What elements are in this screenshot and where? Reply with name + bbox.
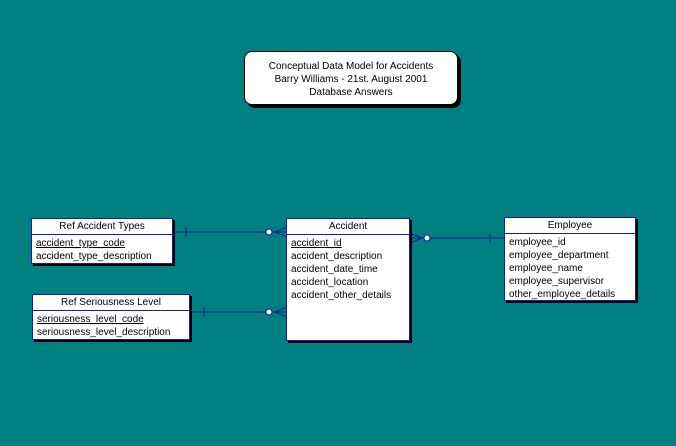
entity-employee[interactable]: Employee employee_id employee_department… xyxy=(504,217,636,301)
title-line-1: Conceptual Data Model for Accidents xyxy=(268,61,434,72)
entity-name: Ref Seriousness Level xyxy=(33,295,189,311)
attribute: accident_location xyxy=(291,277,369,288)
relationship-seriousness-level xyxy=(190,306,288,318)
attribute: employee_department xyxy=(509,250,609,261)
primary-key-attribute: accident_id xyxy=(291,238,342,249)
title-line-3: Database Answers xyxy=(309,87,393,98)
attribute: seriousness_level_description xyxy=(37,327,171,338)
primary-key-attribute: seriousness_level_code xyxy=(37,314,144,325)
attribute: other_employee_details xyxy=(509,289,616,300)
entity-ref-accident-types[interactable]: Ref Accident Types accident_type_code ac… xyxy=(31,218,173,264)
entity-name: Ref Accident Types xyxy=(32,219,172,235)
entity-name: Employee xyxy=(505,218,635,234)
attribute: accident_description xyxy=(291,251,383,262)
entity-ref-seriousness-level[interactable]: Ref Seriousness Level seriousness_level_… xyxy=(32,294,190,340)
relationship-employee xyxy=(409,232,505,244)
attribute: accident_date_time xyxy=(291,264,378,275)
primary-key-attribute: accident_type_code xyxy=(36,238,125,249)
attribute: employee_id xyxy=(509,237,566,248)
attribute: accident_type_description xyxy=(36,251,152,262)
diagram-title-box: Conceptual Data Model for Accidents Barr… xyxy=(244,51,458,105)
attribute: employee_supervisor xyxy=(509,276,605,287)
attribute: employee_name xyxy=(509,263,583,274)
attribute: accident_other_details xyxy=(291,290,392,301)
relationship-accident-types xyxy=(173,226,288,238)
entity-name: Accident xyxy=(287,219,409,235)
title-line-2: Barry Williams - 21st. August 2001 xyxy=(274,74,428,85)
entity-accident[interactable]: Accident accident_id accident_descriptio… xyxy=(286,218,410,341)
